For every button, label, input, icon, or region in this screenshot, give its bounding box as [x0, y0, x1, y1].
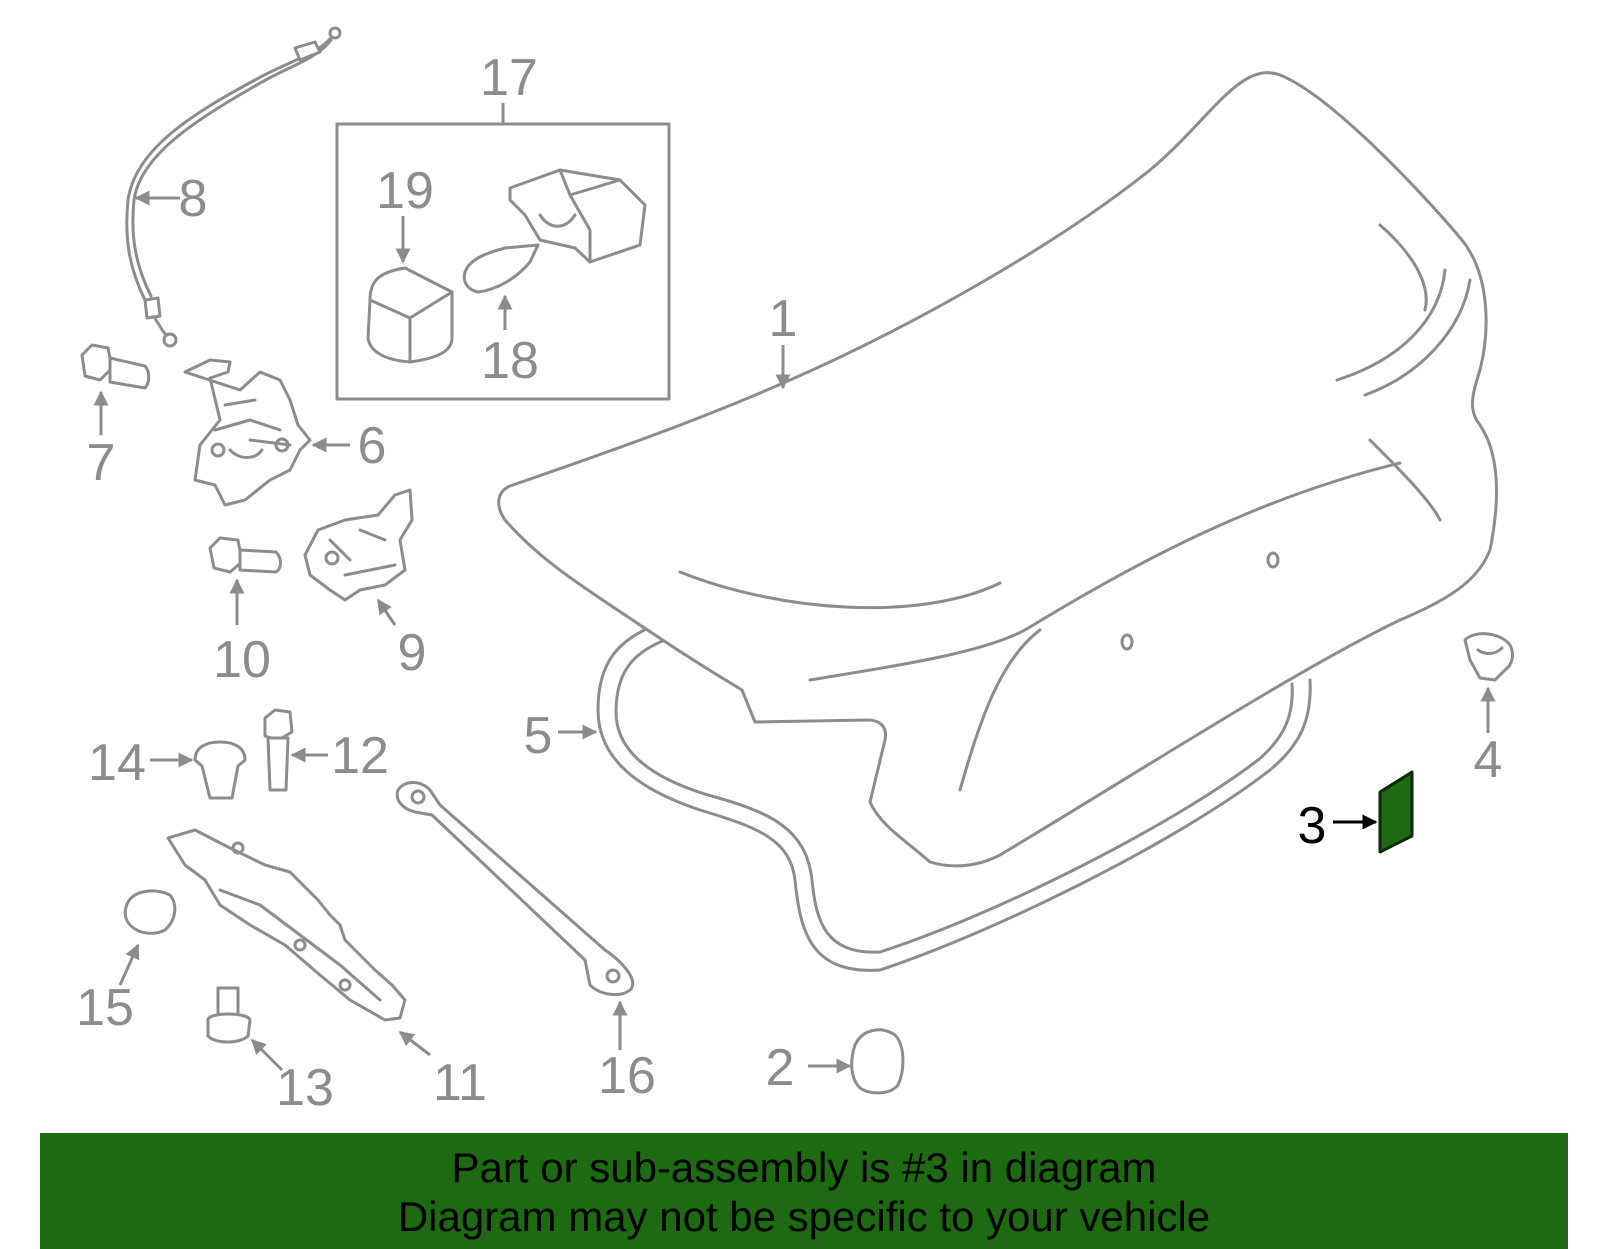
banner-line-disclaimer: Diagram may not be specific to your vehi… — [397, 1193, 1211, 1240]
striker-part-9 — [303, 488, 414, 626]
callout-8: 8 — [179, 170, 208, 228]
bolt-part-7 — [80, 343, 151, 435]
bumper-part-2 — [808, 1028, 905, 1095]
release-cable-part-8 — [125, 26, 342, 348]
key-blade-part-18 — [462, 243, 540, 330]
callout-1: 1 — [769, 290, 798, 348]
callout-6: 6 — [358, 417, 387, 475]
weatherstrip-part-5 — [596, 623, 1312, 972]
callout-19: 19 — [376, 162, 434, 220]
callout-15: 15 — [76, 979, 134, 1037]
callout-10: 10 — [213, 631, 271, 689]
callout-17: 17 — [480, 49, 538, 107]
callout-3: 3 — [1298, 797, 1327, 855]
callout-4: 4 — [1474, 731, 1503, 789]
bolt-part-13 — [206, 986, 284, 1072]
callout-11: 11 — [433, 1054, 487, 1112]
callout-18: 18 — [481, 332, 539, 390]
lock-cylinder-17 — [508, 168, 647, 264]
callout-14: 14 — [88, 734, 146, 792]
callout-2: 2 — [766, 1039, 795, 1097]
callout-labels: 1 2 3 4 5 6 7 8 9 10 11 12 13 14 15 16 1… — [76, 49, 1502, 1117]
emblem-part-3-highlighted — [1333, 770, 1414, 854]
callout-16: 16 — [598, 1047, 656, 1105]
callout-9: 9 — [398, 624, 427, 682]
key-part-19 — [366, 216, 454, 364]
hinge-part-11 — [166, 828, 431, 1057]
banner-line-part-number: Part or sub-assembly is #3 in diagram — [451, 1144, 1157, 1191]
bolt-part-10 — [208, 536, 282, 625]
bumper-part-15 — [118, 889, 177, 986]
callout-7: 7 — [87, 434, 116, 492]
sub-assembly-box-17 — [335, 103, 671, 401]
trunk-lid-part-1 — [497, 71, 1499, 868]
callout-5: 5 — [524, 707, 553, 765]
callout-13: 13 — [276, 1059, 334, 1117]
info-banner: Part or sub-assembly is #3 in diagram Di… — [40, 1133, 1568, 1249]
clip-part-4 — [1463, 632, 1514, 733]
bolt-part-12 — [263, 708, 328, 792]
callout-12: 12 — [331, 727, 389, 785]
gas-strut-part-16 — [395, 781, 634, 1050]
latch-part-6 — [183, 358, 350, 507]
clip-part-14 — [150, 740, 247, 800]
